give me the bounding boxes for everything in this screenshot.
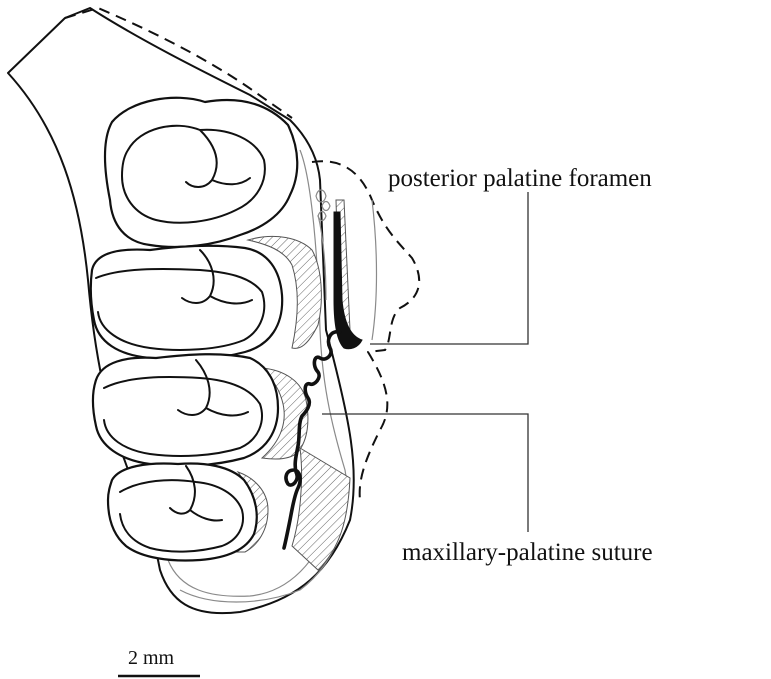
label-maxillary-palatine-suture: maxillary-palatine suture bbox=[402, 539, 653, 566]
molar-4 bbox=[108, 464, 257, 561]
molar-2 bbox=[91, 246, 283, 360]
molar-3 bbox=[93, 354, 278, 466]
leader-line-foramen bbox=[370, 192, 528, 344]
inner-contour-3 bbox=[372, 200, 377, 340]
scale-bar-label: 2 mm bbox=[128, 647, 175, 669]
label-posterior-palatine-foramen: posterior palatine foramen bbox=[388, 165, 652, 192]
